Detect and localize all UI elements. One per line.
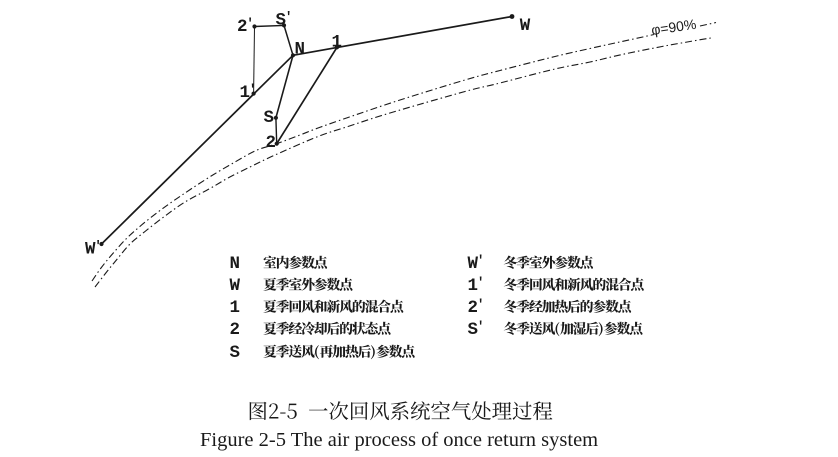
svg-text:W: W bbox=[85, 240, 96, 260]
svg-text:W: W bbox=[520, 16, 531, 36]
svg-text:': ' bbox=[477, 319, 485, 334]
svg-text:': ' bbox=[249, 82, 257, 97]
svg-text:1: 1 bbox=[230, 298, 241, 318]
svg-text:1: 1 bbox=[468, 276, 479, 296]
svg-text:S: S bbox=[468, 320, 479, 340]
svg-text:2: 2 bbox=[230, 320, 241, 340]
svg-text:N: N bbox=[230, 254, 241, 274]
svg-text:': ' bbox=[477, 275, 485, 290]
svg-text:W: W bbox=[468, 254, 479, 274]
svg-text:S: S bbox=[264, 108, 275, 128]
svg-text:': ' bbox=[477, 297, 485, 312]
svg-text:': ' bbox=[285, 10, 293, 25]
svg-text:': ' bbox=[477, 253, 485, 268]
svg-text:1: 1 bbox=[240, 83, 251, 103]
svg-text:Figure 2-5 The air process of: Figure 2-5 The air process of once retur… bbox=[200, 429, 598, 451]
svg-text:S: S bbox=[230, 343, 241, 363]
svg-text:1: 1 bbox=[332, 33, 343, 53]
svg-text:': ' bbox=[94, 239, 102, 254]
svg-text:2: 2 bbox=[468, 298, 479, 318]
svg-text:2: 2 bbox=[266, 133, 277, 153]
svg-text:': ' bbox=[246, 16, 254, 31]
svg-text:2: 2 bbox=[237, 17, 248, 37]
svg-text:φ=90%: φ=90% bbox=[650, 16, 697, 38]
svg-text:S: S bbox=[276, 11, 287, 31]
svg-text:N: N bbox=[295, 40, 306, 60]
svg-text:W: W bbox=[230, 276, 241, 296]
